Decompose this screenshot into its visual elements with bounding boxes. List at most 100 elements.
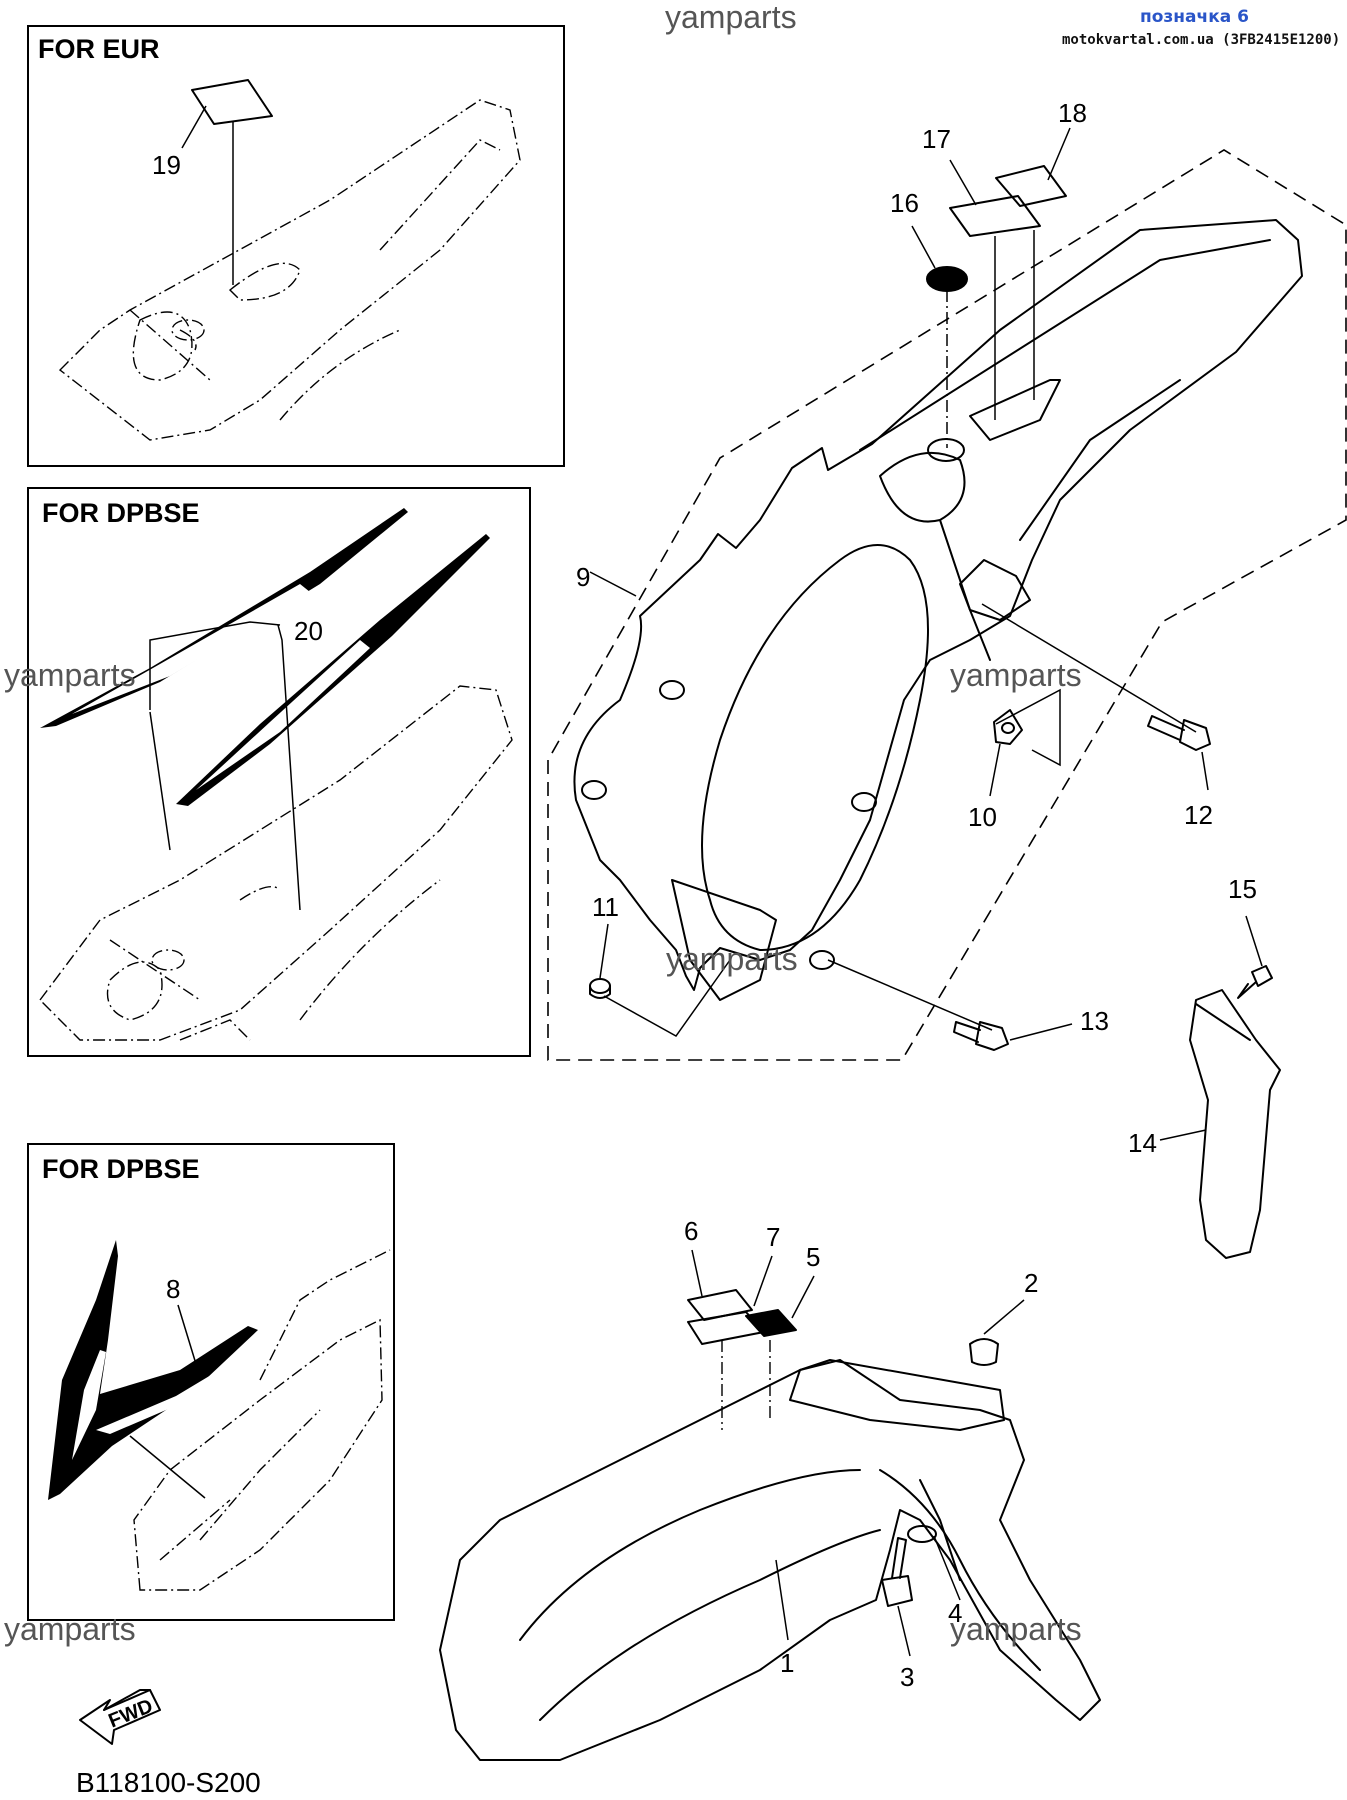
leader-3 xyxy=(897,1605,911,1657)
callout-16: 16 xyxy=(890,188,919,218)
inset-title-dpbse-front: FOR DPBSE xyxy=(42,1154,200,1184)
callout-9: 9 xyxy=(576,562,590,592)
leader-15 xyxy=(1245,915,1263,967)
graphic-strip-20a xyxy=(40,508,408,728)
ghost-line-d xyxy=(239,886,281,901)
bolt-3-head xyxy=(881,1575,913,1607)
bolt-13-head xyxy=(975,1021,1009,1051)
inset-frame-dpbse-rear xyxy=(27,487,531,1057)
mud-flap-14 xyxy=(1189,989,1281,1259)
front-fender-ridge-a xyxy=(519,1469,861,1641)
ghost-front-line-a xyxy=(199,1409,321,1541)
boss-d xyxy=(809,950,835,970)
ghost-edge-eur xyxy=(379,139,501,251)
graphic-8-stripe-a xyxy=(72,1350,106,1460)
graphic-8 xyxy=(48,1240,258,1500)
leader-9 xyxy=(589,571,637,597)
ghost-hole-dpbse xyxy=(151,949,185,971)
leader-19 xyxy=(181,105,207,149)
collar-11-side xyxy=(589,985,611,999)
callout-1: 1 xyxy=(780,1648,794,1678)
fender-side-edge xyxy=(1019,379,1181,541)
leader-13 xyxy=(1009,1023,1073,1041)
callout-2: 2 xyxy=(1024,1268,1038,1298)
callout-17: 17 xyxy=(922,124,951,154)
lower-bracket xyxy=(671,879,777,1001)
watermark-right-mid: yamparts xyxy=(950,657,1082,693)
callout-15: 15 xyxy=(1228,874,1257,904)
front-fender-side xyxy=(879,1469,1041,1671)
ghost-line-c xyxy=(109,939,201,1001)
emblem-19 xyxy=(191,79,273,125)
boss-b xyxy=(581,780,607,800)
ghost-hole-eur xyxy=(171,319,205,341)
ghost-tail-lamp-dpbse xyxy=(106,961,163,1021)
grommet-2 xyxy=(969,1338,999,1366)
tail-lamp-recess xyxy=(879,451,966,523)
leader-7 xyxy=(753,1255,773,1307)
stamp-label: позначка 6 xyxy=(1140,7,1249,27)
leader-12-axis xyxy=(981,603,1197,733)
leader-17 xyxy=(949,159,977,206)
inset-frame-dpbse-front xyxy=(27,1143,395,1621)
leader-11 xyxy=(599,923,609,979)
callout-14: 14 xyxy=(1128,1128,1157,1158)
callout-6: 6 xyxy=(684,1216,698,1246)
ghost-recess-eur xyxy=(228,262,301,301)
leader-8-drop xyxy=(129,1435,206,1499)
ghost-lower-eur xyxy=(279,329,401,421)
graphic-strip-20a-inner xyxy=(72,584,310,714)
diagram-code: B118100-S200 xyxy=(76,1767,261,1798)
leader-20a xyxy=(149,621,281,710)
inset-title-dpbse-rear: FOR DPBSE xyxy=(42,498,200,528)
leader-18 xyxy=(1047,127,1071,181)
decal-5 xyxy=(745,1309,797,1337)
leader-20b xyxy=(277,624,301,911)
callout-4: 4 xyxy=(948,1598,962,1628)
nut-10-bracket xyxy=(995,688,1061,767)
decal-6 xyxy=(687,1289,753,1321)
fender-decal-area xyxy=(969,379,1061,441)
mount-tab xyxy=(959,559,1031,621)
nut-10 xyxy=(993,709,1023,745)
leader-4 xyxy=(933,1535,961,1601)
leader-20a-drop xyxy=(149,711,171,851)
collar-11 xyxy=(589,978,611,994)
bolt-3-shank xyxy=(891,1537,907,1579)
rear-fender-9 xyxy=(573,219,1303,991)
boss-c xyxy=(851,792,877,812)
leader-13-axis xyxy=(827,959,993,1031)
ghost-front-fender xyxy=(133,1318,383,1591)
leader-8 xyxy=(177,1304,197,1365)
callout-3: 3 xyxy=(900,1662,914,1692)
mud-flap-fold xyxy=(1195,1003,1251,1041)
callout-13: 13 xyxy=(1080,1006,1109,1036)
watermark-right-bottom: yamparts xyxy=(950,1611,1082,1647)
front-fender-rib xyxy=(919,1479,961,1581)
ghost-tail-lamp-eur xyxy=(132,311,193,381)
callout-8: 8 xyxy=(166,1274,180,1304)
inset-for-dpbse-rear: FOR DPBSE 20 xyxy=(27,487,531,1057)
boss-a xyxy=(659,680,685,700)
leader-10 xyxy=(989,743,1001,797)
decal-17 xyxy=(949,195,1041,237)
watermark-left-bottom: yamparts xyxy=(4,1611,136,1647)
fwd-label: FWD xyxy=(106,1695,156,1732)
watermark-center: yamparts xyxy=(666,941,798,977)
fwd-arrow-icon xyxy=(79,1689,161,1745)
bolt-12-head xyxy=(1179,719,1211,751)
fender-hole-top xyxy=(927,438,965,462)
callout-18: 18 xyxy=(1058,98,1087,128)
fender-rib xyxy=(939,519,991,661)
callout-7: 7 xyxy=(766,1222,780,1252)
ghost-rear-fender-dpbse xyxy=(39,685,513,1041)
callout-10: 10 xyxy=(968,802,997,832)
graphic-strip-20b-inner xyxy=(196,640,370,790)
rear-fender-assembly: 16 17 18 9 10 12 11 1 xyxy=(547,98,1347,1061)
leader-1 xyxy=(775,1559,789,1641)
ghost-line-a xyxy=(129,309,211,381)
front-fender-top-plate xyxy=(789,1359,1005,1431)
leader-11-path xyxy=(603,959,731,1037)
callout-11: 11 xyxy=(592,892,619,922)
